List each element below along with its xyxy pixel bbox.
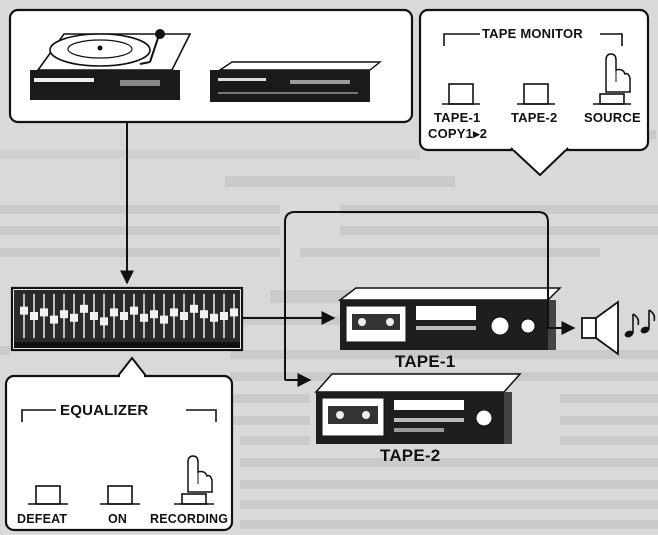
tape-monitor-title: TAPE MONITOR bbox=[482, 26, 583, 41]
recording-button-label: RECORDING bbox=[150, 512, 229, 526]
recording-button[interactable] bbox=[174, 493, 214, 505]
source-button-label: SOURCE bbox=[584, 110, 641, 125]
eq-slider-knob bbox=[20, 306, 28, 315]
eq-slider-track bbox=[133, 294, 135, 338]
source-monitor-button[interactable] bbox=[593, 93, 631, 105]
tape2-button-label: TAPE-2 bbox=[511, 110, 558, 125]
equalizer-unit-icon bbox=[10, 286, 244, 352]
eq-slider-knob bbox=[210, 313, 218, 322]
eq-slider-knob bbox=[180, 312, 188, 320]
tape2-monitor-button[interactable] bbox=[517, 83, 555, 105]
eq-slider-knob bbox=[230, 308, 238, 317]
cassette-deck-icon bbox=[314, 373, 522, 444]
receiver-icon bbox=[210, 61, 382, 102]
tape2-deck-label: TAPE-2 bbox=[380, 446, 441, 465]
turntable-icon bbox=[30, 29, 192, 100]
eq-slider-track bbox=[83, 294, 85, 338]
eq-slider-knob bbox=[100, 317, 108, 326]
eq-slider-knob bbox=[80, 304, 88, 313]
cassette-deck-icon bbox=[337, 287, 562, 350]
connection-lines bbox=[120, 122, 576, 387]
eq-slider-knob bbox=[140, 313, 148, 322]
defeat-button[interactable] bbox=[28, 485, 68, 505]
defeat-button-label: DEFEAT bbox=[17, 512, 68, 526]
tape1-copy-label: COPY1▸2 bbox=[428, 126, 488, 141]
eq-slider-track bbox=[103, 294, 105, 338]
tape-monitor-panel bbox=[418, 8, 650, 177]
hand-pointer-icon bbox=[187, 455, 213, 493]
on-button[interactable] bbox=[100, 485, 140, 505]
eq-slider-knob bbox=[200, 310, 208, 319]
eq-slider-knob bbox=[160, 315, 168, 324]
eq-slider-track bbox=[23, 294, 25, 338]
hand-pointer-icon bbox=[605, 53, 631, 93]
tape1-deck-label: TAPE-1 bbox=[395, 352, 456, 371]
speaker-icon bbox=[581, 300, 619, 356]
eq-slider-knob bbox=[120, 312, 128, 320]
eq-slider-knob bbox=[60, 310, 68, 319]
eq-slider-knob bbox=[110, 308, 118, 317]
eq-slider-knob bbox=[30, 312, 38, 320]
on-button-label: ON bbox=[108, 512, 128, 526]
eq-slider-knob bbox=[220, 312, 228, 320]
eq-slider-knob bbox=[170, 308, 178, 317]
eq-slider-knob bbox=[130, 306, 138, 315]
eq-slider-knob bbox=[70, 313, 78, 322]
eq-slider-knob bbox=[50, 315, 58, 324]
music-notes-icon bbox=[624, 309, 656, 338]
eq-slider-knob bbox=[190, 304, 198, 313]
eq-slider-knob bbox=[40, 308, 48, 317]
tape1-button-label: TAPE-1 bbox=[434, 110, 481, 125]
equalizer-title: EQUALIZER bbox=[60, 402, 149, 419]
eq-slider-track bbox=[193, 294, 195, 338]
tape1-monitor-button[interactable] bbox=[442, 83, 480, 105]
eq-slider-knob bbox=[90, 312, 98, 320]
equalizer-panel bbox=[4, 356, 234, 532]
eq-slider-knob bbox=[150, 310, 158, 319]
